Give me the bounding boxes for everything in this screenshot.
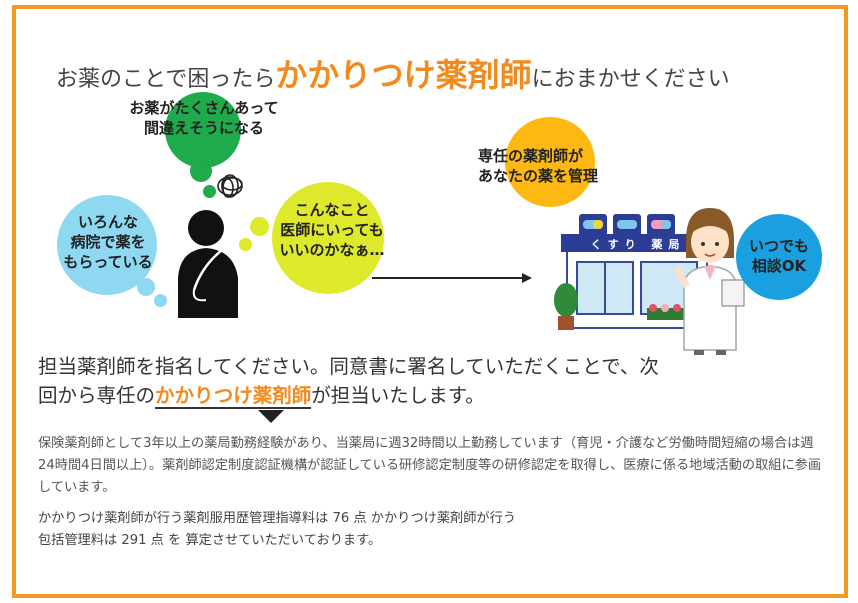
- designation-highlight: かかりつけ薬剤師: [155, 384, 312, 409]
- designation-suffix: が担当いたします。: [311, 384, 485, 407]
- blue-bubble-line: もらっている: [63, 253, 153, 271]
- fee-line: かかりつけ薬剤師が行う薬剤服用歴管理指導料は 76 点 かかりつけ薬剤師が行う: [38, 511, 516, 526]
- pointer-triangle-icon: [258, 410, 284, 423]
- page-headline: お薬のことで困ったらかかりつけ薬剤師におまかせください: [56, 50, 836, 96]
- pharmacy-sign: くすり 薬局: [590, 238, 686, 251]
- headline-highlight: かかりつけ薬剤師: [275, 56, 532, 94]
- green-bubble-line: お薬がたくさんあって: [129, 99, 279, 117]
- blue-bubble-line: いろんな: [77, 213, 138, 231]
- green-thought-bubble: [165, 92, 241, 168]
- designation-line: 担当薬剤師を指名してください。同意書に署名していただくことで、次: [38, 355, 659, 378]
- blue-trail-dot: [154, 294, 167, 307]
- yellow-trail-dot: [239, 238, 252, 251]
- yellow-bubble-text: こんなこと 医師にいっても いいのかなぁ…: [262, 200, 402, 260]
- orange-bubble-line: 専任の薬剤師が: [478, 147, 584, 165]
- arrow-icon: [372, 273, 532, 283]
- orange-bubble-line: あなたの薬を管理: [478, 167, 599, 185]
- worried-person-icon: [178, 174, 243, 318]
- yellow-trail-dot: [250, 217, 269, 236]
- green-trail-dot: [203, 185, 216, 198]
- plant-icon: [554, 283, 578, 330]
- headline-prefix: お薬のことで困ったら: [56, 67, 276, 92]
- blue-trail-dot: [137, 278, 155, 296]
- qualification-paragraph: 保険薬剤師として3年以上の薬局勤務経験があり、当薬局に週32時間以上勤務していま…: [38, 436, 822, 495]
- consult-bubble-line: いつでも: [748, 237, 809, 255]
- consult-bubble-line: 相談OK: [751, 257, 807, 275]
- worry-scribble-icon: [217, 174, 243, 198]
- designation-prefix: 回から専任の: [38, 384, 156, 407]
- headline-suffix: におまかせください: [531, 67, 730, 92]
- orange-thought-bubble: [505, 117, 595, 207]
- green-bubble-text: お薬がたくさんあって 間違えそうになる: [106, 98, 302, 138]
- designation-line: 回から専任のかかりつけ薬剤師が担当いたします。: [38, 381, 828, 410]
- green-trail-dot: [190, 160, 212, 182]
- blue-bubble-text: いろんな 病院で薬を もらっている: [40, 212, 176, 272]
- designation-paragraph: 担当薬剤師を指名してください。同意書に署名していただくことで、次 回から専任のか…: [38, 352, 828, 410]
- pharmacist-icon: [674, 208, 745, 355]
- fee-line: 包括管理料は 291 点 を 算定させていただいております。: [38, 533, 382, 548]
- orange-bubble-text: 専任の薬剤師が あなたの薬を管理: [478, 146, 638, 186]
- yellow-bubble-line: 医師にいっても: [280, 221, 384, 239]
- yellow-bubble-line: いいのかなぁ…: [279, 241, 385, 259]
- yellow-bubble-line: こんなこと: [294, 201, 370, 219]
- green-bubble-line: 間違えそうになる: [143, 119, 264, 137]
- yellow-thought-bubble: [272, 182, 384, 294]
- blue-bubble-line: 病院で薬を: [70, 233, 146, 251]
- fee-paragraph: かかりつけ薬剤師が行う薬剤服用歴管理指導料は 76 点 かかりつけ薬剤師が行う …: [38, 508, 798, 552]
- consult-bubble-text: いつでも 相談OK: [736, 236, 822, 276]
- consult-bubble: [736, 214, 822, 300]
